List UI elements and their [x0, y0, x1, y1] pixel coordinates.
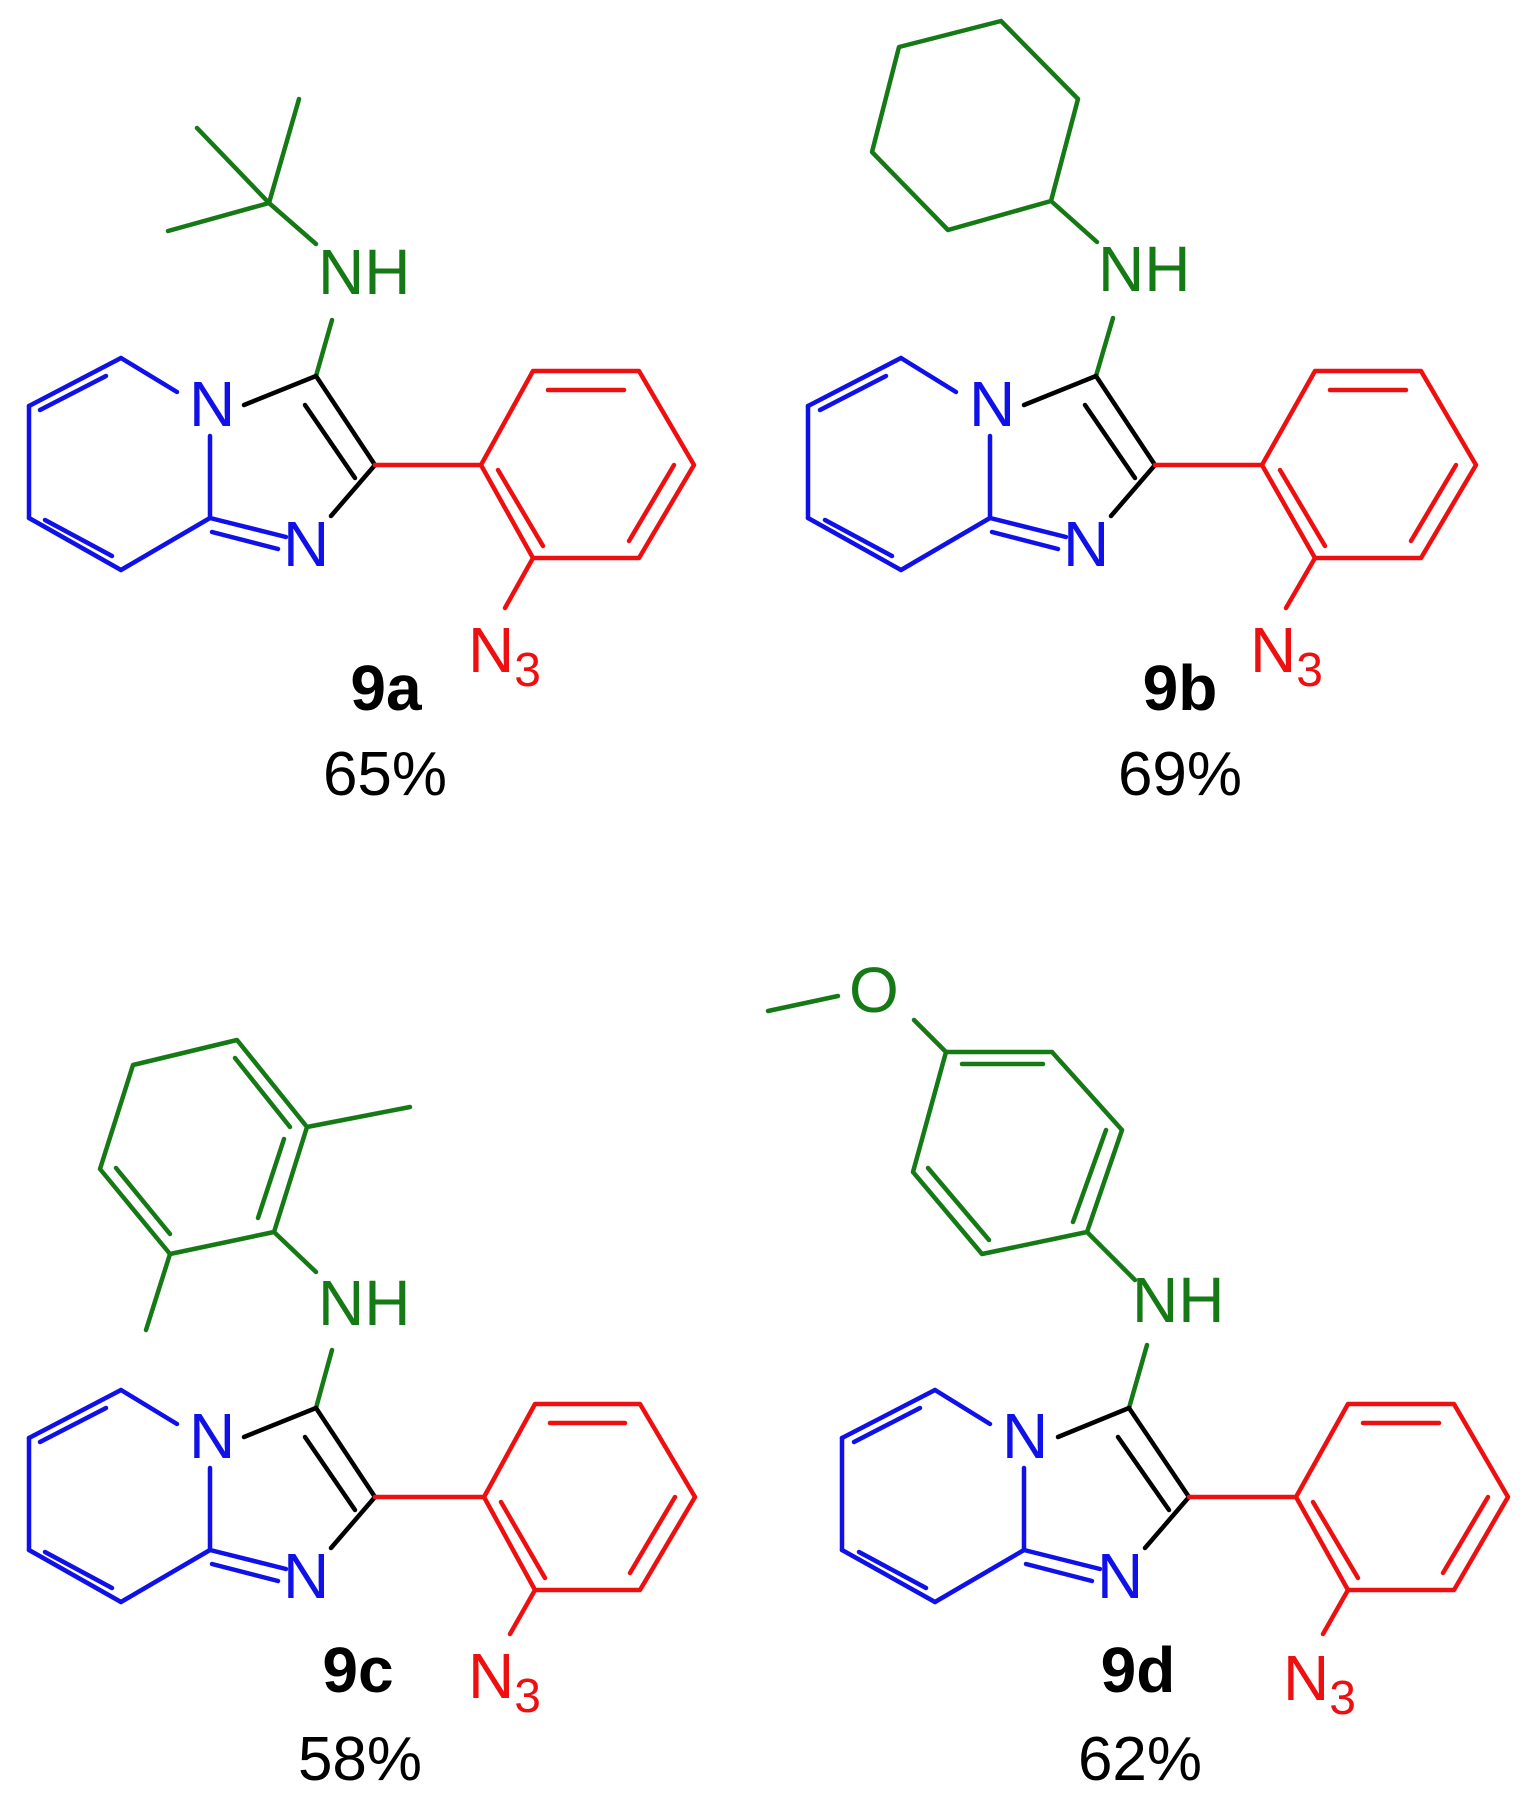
- n-c3-bond: [313, 1347, 335, 1411]
- nh-label: NH: [1098, 233, 1190, 305]
- compound-id-label: 9c: [322, 1634, 393, 1706]
- imine-n-label: N: [283, 508, 329, 580]
- bridgehead-n-label: N: [189, 1400, 235, 1472]
- imidazole-bridge: [241, 373, 378, 519]
- imine-n-label: N: [283, 1540, 329, 1612]
- compound-9a: NH N N N3 9a 65%: [26, 96, 697, 809]
- nh-label: NH: [318, 236, 410, 308]
- dimethylphenyl-group: [97, 1037, 413, 1333]
- yield-label: 62%: [1078, 1725, 1202, 1794]
- azide-label: N3: [468, 1640, 541, 1723]
- bridgehead-n-label: N: [189, 368, 235, 440]
- methoxy-o-label: O: [849, 954, 899, 1026]
- bridgehead-n-label: N: [969, 368, 1015, 440]
- imidazole-bridge: [1055, 1405, 1192, 1551]
- compound-id-label: 9d: [1101, 1634, 1176, 1706]
- imidazopyridine-core: [805, 355, 1069, 573]
- nh-label: NH: [1132, 1264, 1224, 1336]
- compound-id-label: 9b: [1143, 652, 1218, 724]
- bridgehead-n-label: N: [1002, 1400, 1048, 1472]
- compound-9b: NH N N N3 9b 69%: [805, 18, 1479, 809]
- azidophenyl-ring: [1293, 1401, 1511, 1637]
- azidophenyl-ring: [478, 368, 697, 611]
- compound-9d: O NH N N N3 9d 62%: [765, 954, 1511, 1794]
- methoxyphenyl-group: [765, 993, 1138, 1283]
- imidazole-bridge: [1021, 373, 1158, 519]
- azide-label: N3: [1250, 614, 1323, 697]
- azide-label: N3: [1283, 1642, 1356, 1725]
- azidophenyl-ring: [481, 1401, 698, 1637]
- yield-label: 58%: [298, 1725, 422, 1794]
- imine-n-label: N: [1097, 1540, 1143, 1612]
- compound-id-label: 9a: [350, 652, 422, 724]
- imidazopyridine-core: [26, 355, 289, 573]
- imidazole-bridge: [241, 1405, 378, 1551]
- cyclohexyl-group: [869, 18, 1100, 245]
- nh-label: NH: [318, 1267, 410, 1339]
- imidazopyridine-core: [26, 1387, 289, 1605]
- azide-label: N3: [468, 614, 541, 697]
- yield-label: 69%: [1118, 740, 1242, 809]
- azidophenyl-ring: [1259, 368, 1479, 611]
- n-c3-bond: [1093, 315, 1116, 379]
- n-c3-bond: [1126, 1342, 1150, 1411]
- imine-n-label: N: [1063, 508, 1109, 580]
- yield-label: 65%: [323, 740, 447, 809]
- n-c3-bond: [313, 317, 335, 379]
- imidazopyridine-core: [839, 1387, 1103, 1605]
- tert-butyl-group: [165, 96, 319, 247]
- compound-9c: NH N N N3 9c 58%: [26, 1037, 698, 1794]
